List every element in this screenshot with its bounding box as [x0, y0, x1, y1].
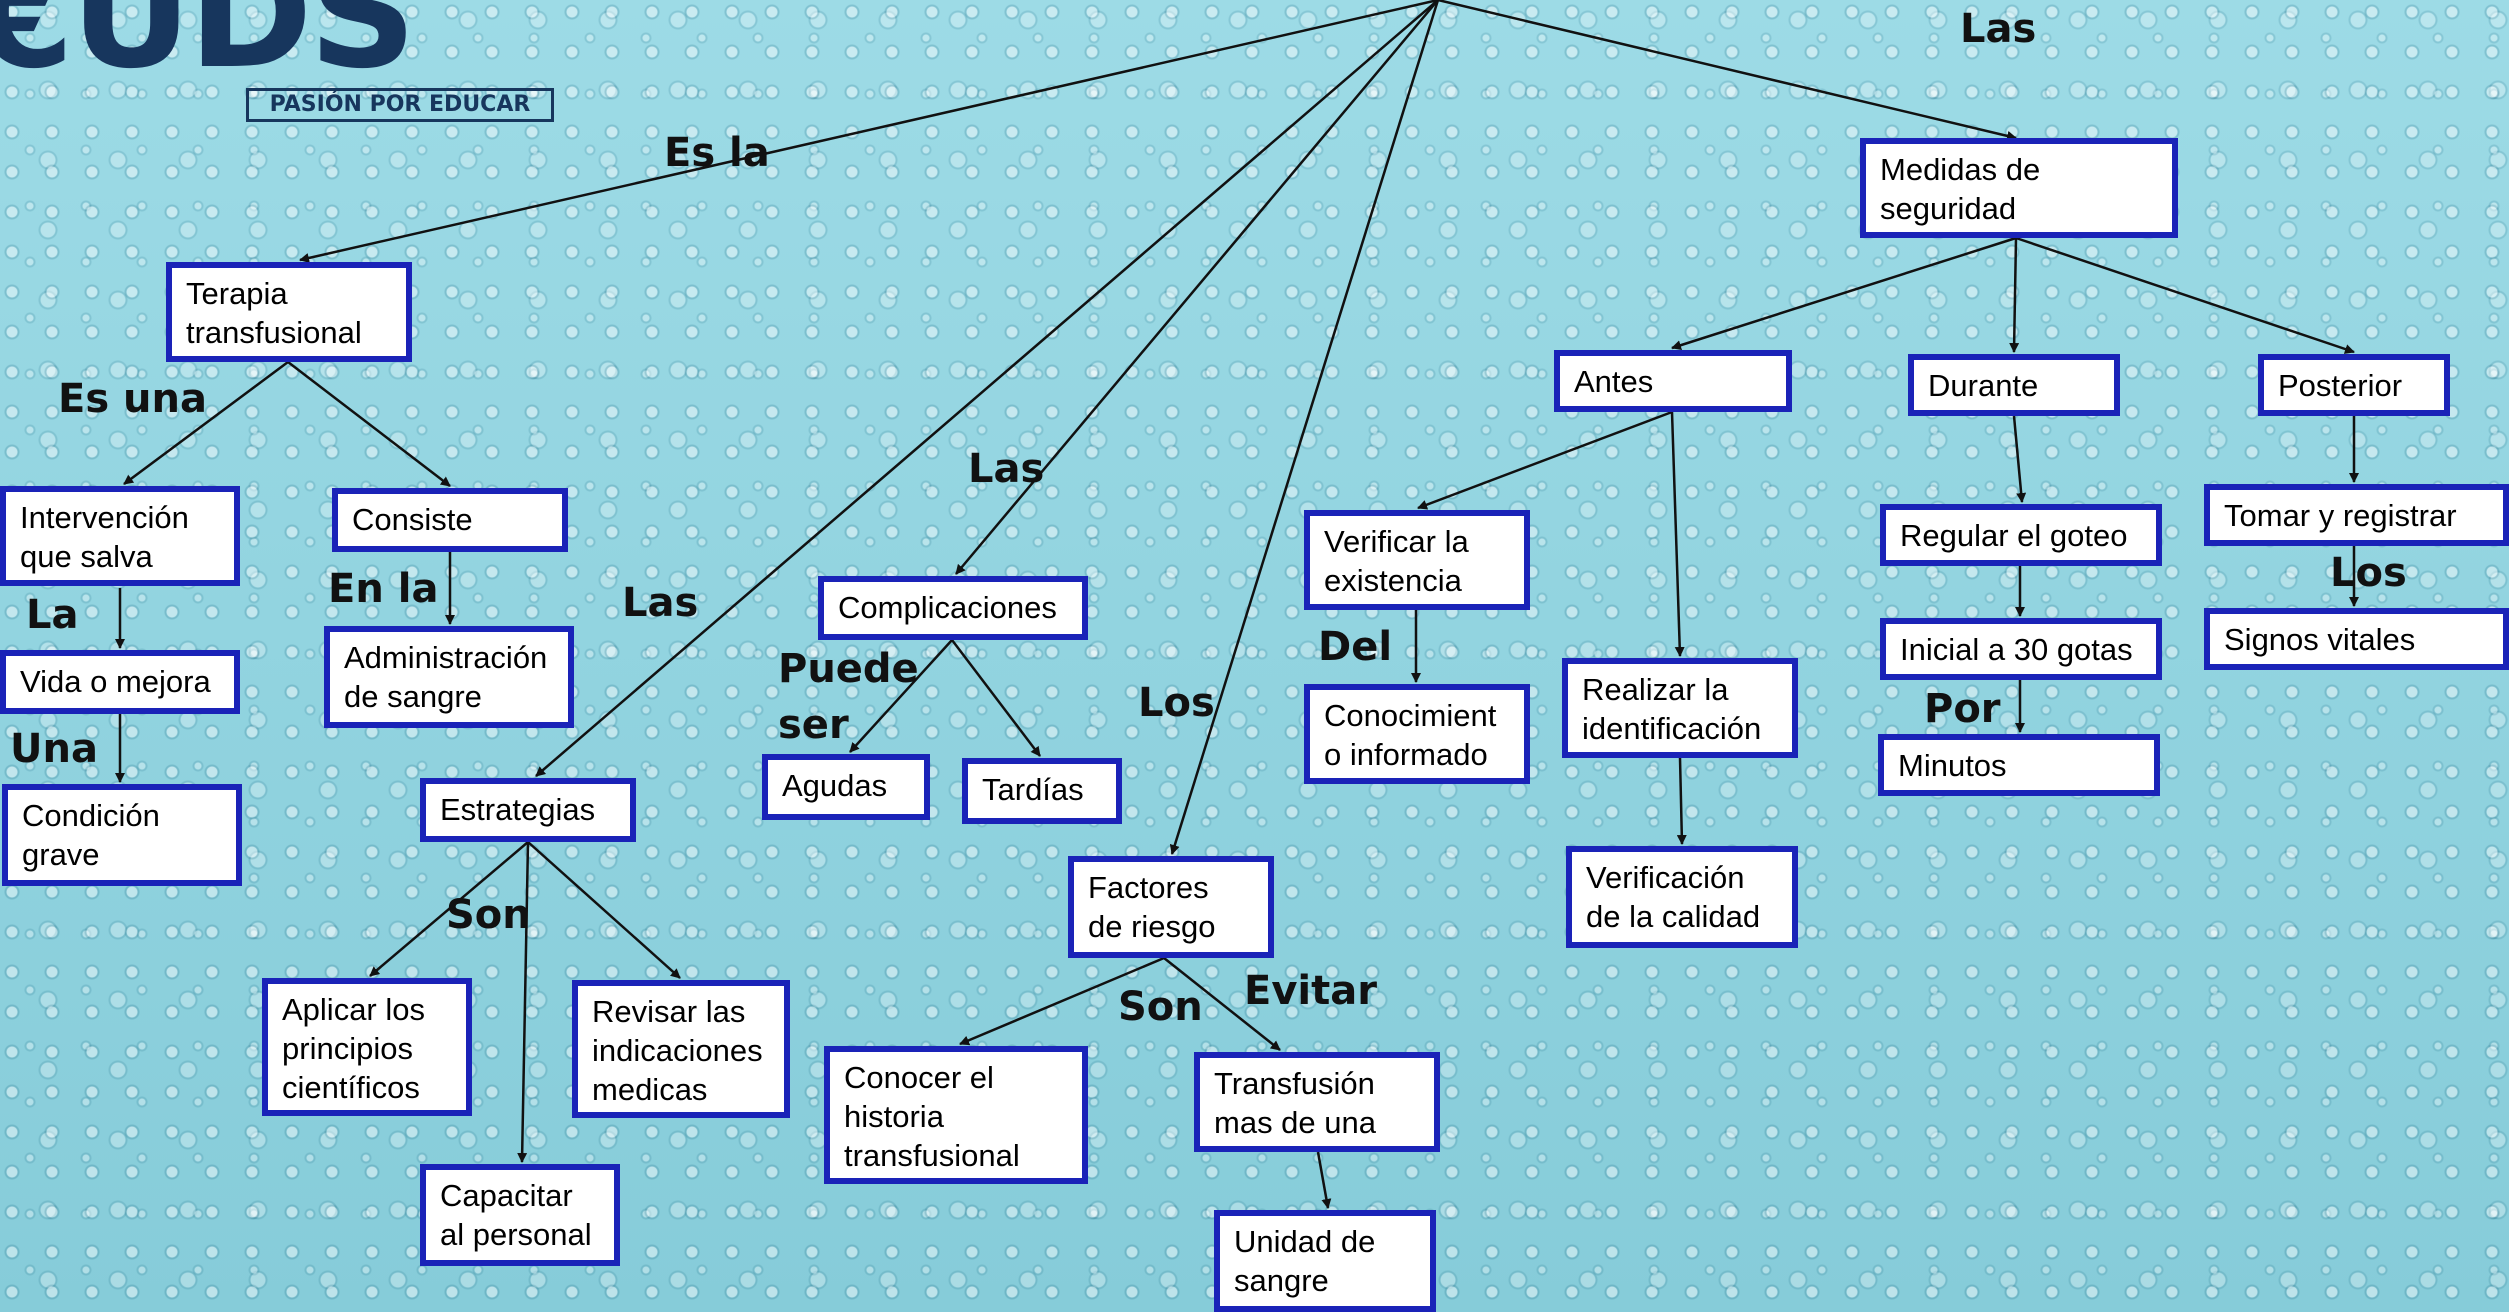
node-aplicar-principios: Aplicar los principios científicos: [262, 978, 472, 1116]
link-label-una: Una: [10, 726, 98, 772]
link-label-las-left: Las: [622, 580, 699, 626]
node-vida-o-mejora: Vida o mejora: [0, 650, 240, 714]
connector-line-20: [2015, 236, 2355, 354]
link-label-son-mid: Son: [1118, 984, 1203, 1030]
node-terapia-transfusional: Terapia transfusional: [166, 262, 412, 362]
link-label-ser: ser: [778, 702, 849, 748]
node-minutos: Minutos: [1878, 734, 2160, 796]
link-label-las-top: Las: [1960, 6, 2037, 52]
link-label-evitar: Evitar: [1244, 968, 1377, 1014]
link-label-las-mid: Las: [968, 446, 1045, 492]
node-regular-goteo: Regular el goteo: [1880, 504, 2162, 566]
node-complicaciones: Complicaciones: [818, 576, 1088, 640]
node-medidas-seguridad: Medidas de seguridad: [1860, 138, 2178, 238]
node-factores-riesgo: Factores de riesgo: [1068, 856, 1274, 958]
connector-line-11: [517, 841, 530, 1163]
node-estrategias: Estrategias: [420, 778, 636, 842]
connector-line-13: [849, 639, 953, 753]
connector-line-25: [2012, 415, 2027, 503]
node-condicion-grave: Condición grave: [2, 784, 242, 886]
node-verificar-existencia: Verificar la existencia: [1304, 510, 1530, 610]
uds-logo: €UDS PASIÓN POR EDUCAR: [0, 0, 580, 130]
connector-line-10: [369, 841, 529, 977]
node-durante: Durante: [1908, 354, 2120, 416]
link-label-del: Del: [1318, 624, 1393, 670]
link-label-es-una: Es una: [58, 376, 208, 422]
link-label-puede: Puede: [778, 646, 919, 692]
connector-line-15: [959, 956, 1165, 1046]
node-capacitar-personal: Capacitar al personal: [420, 1164, 620, 1266]
node-realizar-identificacion: Realizar la identificación: [1562, 658, 1798, 758]
link-label-en-la: En la: [328, 566, 439, 612]
connector-line-2: [955, 0, 1439, 575]
node-posterior: Posterior: [2258, 354, 2450, 416]
node-conocer-historia: Conocer el historia transfusional: [824, 1046, 1088, 1184]
connector-line-19: [2009, 237, 2020, 353]
logo-tagline: PASIÓN POR EDUCAR: [246, 88, 554, 122]
connector-line-12: [527, 841, 681, 979]
connector-line-1: [535, 0, 1439, 777]
connector-line-14: [951, 639, 1041, 757]
connector-line-3: [1169, 0, 1440, 855]
node-inicial-30-gotas: Inicial a 30 gotas: [1880, 618, 2162, 680]
node-intervencion: Intervención que salva: [0, 486, 240, 586]
node-revisar-indicaciones: Revisar las indicaciones medicas: [572, 980, 790, 1118]
node-consiste: Consiste: [332, 488, 568, 552]
node-tomar-registrar: Tomar y registrar: [2204, 484, 2509, 546]
node-administracion: Administración de sangre: [324, 626, 574, 728]
link-label-es-la: Es la: [664, 130, 770, 176]
connector-line-16: [1163, 957, 1281, 1051]
connector-line-4: [1437, 0, 2017, 141]
node-conocimiento-informado: Conocimient o informado: [1304, 684, 1530, 784]
connector-line-5: [123, 360, 289, 486]
connector-line-24: [1676, 757, 1687, 845]
connector-line-6: [287, 361, 451, 487]
node-agudas: Agudas: [762, 754, 930, 820]
node-tardias: Tardías: [962, 758, 1122, 824]
link-label-los-right: Los: [2330, 550, 2407, 596]
node-verificacion-calidad: Verificación de la calidad: [1566, 846, 1798, 948]
link-label-por: Por: [1924, 686, 2001, 732]
link-label-son-left: Son: [446, 892, 531, 938]
connector-line-22: [1670, 411, 1685, 657]
connector-line-17: [1316, 1151, 1332, 1209]
node-unidad-sangre: Unidad de sangre: [1214, 1210, 1436, 1312]
connector-line-0: [299, 0, 1439, 263]
logo-mark: €UDS: [0, 0, 417, 102]
connector-line-21: [1417, 410, 1673, 510]
node-signos-vitales: Signos vitales: [2204, 608, 2509, 670]
connector-line-18: [1671, 236, 2017, 351]
link-label-la: La: [26, 592, 79, 638]
node-transfusion-mas-de-una: Transfusión mas de una: [1194, 1052, 1440, 1152]
link-label-los-mid: Los: [1138, 680, 1215, 726]
node-antes: Antes: [1554, 350, 1792, 412]
